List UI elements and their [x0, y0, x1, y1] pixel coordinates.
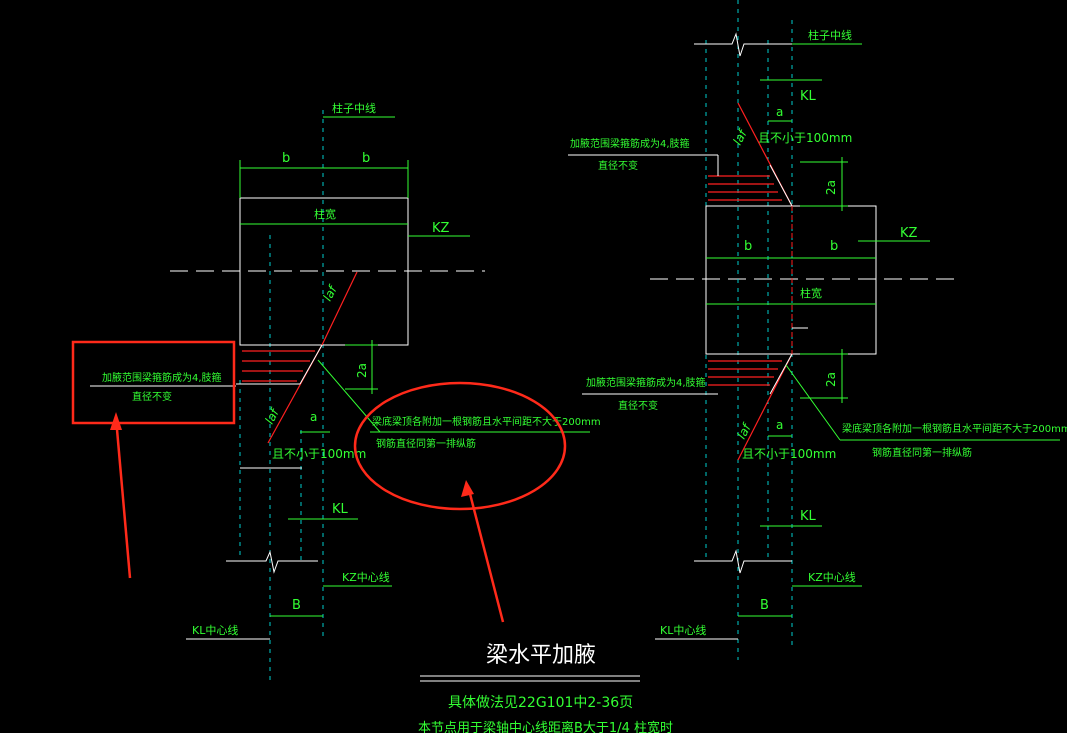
arrow-left-shaft [114, 417, 132, 579]
right-extra-bar-note-1: 梁底梁顶各附加一根钢筋且水平间距不大于200mm [842, 422, 1067, 435]
left-kz-label: KZ [432, 221, 450, 236]
right-kl-center-label: KL中心线 [660, 623, 706, 637]
right-leader [785, 364, 841, 441]
right-haunch-note-top-1: 加腋范围梁箍筋成为4,肢箍 [570, 137, 690, 150]
left-dim-b2: b [362, 151, 370, 166]
left-dim-2a: 2a [355, 363, 369, 378]
left-haunch-bar-top [321, 271, 358, 346]
markup-annotations [71, 340, 567, 623]
left-haunch-note-2: 直径不变 [132, 390, 172, 403]
title-note: 本节点用于梁轴中心线距离B大于1/4 柱宽时 [418, 720, 673, 733]
left-dim-a: a [310, 410, 317, 424]
right-column-centerline-label: 柱子中线 [808, 28, 852, 42]
title-ref: 具体做法见22G101中2-36页 [448, 695, 633, 711]
right-dim-b1: b [744, 239, 752, 254]
highlight-ellipse [353, 381, 567, 511]
left-kl-label: KL [332, 502, 349, 517]
left-column-outline [239, 197, 409, 346]
left-leader [317, 359, 381, 433]
left-extra-bar-note-1: 梁底梁顶各附加一根钢筋且水平间距不大于200mm [372, 415, 601, 428]
arrow-right-shaft [466, 485, 505, 623]
right-column-outline [705, 205, 877, 355]
title-block: 梁水平加腋 具体做法见22G101中2-36页 本节点用于梁轴中心线距离B大于1… [418, 643, 673, 733]
left-haunch-outline [299, 344, 323, 385]
left-dim-b1: b [282, 151, 290, 166]
right-column-width-label: 柱宽 [800, 286, 822, 300]
right-min-100-bot: 且不小于100mm [742, 447, 836, 461]
left-column-width-label: 柱宽 [314, 207, 336, 221]
right-dim-a-top: a [776, 105, 783, 119]
left-detail: b b 柱宽 柱子中线 KZ laf laf 2a a 且不小于100mm [90, 101, 601, 680]
right-kl-top-label: KL [800, 89, 817, 104]
right-min-100-top: 且不小于100mm [758, 131, 852, 145]
right-laf-top-label: laf [730, 126, 750, 147]
right-dim-B: B [760, 598, 769, 613]
right-dim-2a-bot: 2a [824, 372, 838, 387]
title-main: 梁水平加腋 [486, 643, 596, 668]
left-dim-B: B [292, 598, 301, 613]
left-haunch-note-1: 加腋范围梁箍筋成为4,肢箍 [102, 371, 222, 384]
arrow-left-head [110, 412, 122, 430]
left-break-line [226, 550, 318, 574]
left-min-100: 且不小于100mm [272, 447, 366, 461]
left-kz-center-label: KZ中心线 [342, 570, 390, 584]
right-dim-b2: b [830, 239, 838, 254]
right-kz-label: KZ [900, 226, 918, 241]
right-top-break-line [694, 32, 792, 57]
right-haunch-note-top-2: 直径不变 [598, 159, 638, 172]
highlight-box [71, 340, 236, 425]
right-haunch-outline [769, 164, 793, 207]
right-kl-bot-label: KL [800, 509, 817, 524]
right-bottom-break-line [694, 549, 792, 574]
right-haunch-note-bot-1: 加腋范围梁箍筋成为4,肢箍 [586, 376, 706, 389]
right-kz-center-label: KZ中心线 [808, 570, 856, 584]
arrow-right-head [461, 480, 474, 497]
left-kl-center-label: KL中心线 [192, 623, 238, 637]
left-extra-bar-note-2: 钢筋直径同第一排纵筋 [376, 437, 476, 450]
right-haunch-outline [769, 353, 793, 395]
right-laf-bot-label: laf [734, 420, 754, 441]
right-extra-bar-note-2: 钢筋直径同第一排纵筋 [872, 446, 972, 459]
right-haunch-bar-bottom [737, 353, 793, 461]
left-column-centerline-label: 柱子中线 [332, 101, 376, 115]
right-detail: 柱子中线 KL a 且不小于100mm laf 加腋范围梁箍筋成为4,肢箍 直径… [568, 0, 1067, 660]
right-dim-a-bot: a [776, 418, 783, 432]
right-dim-2a-top: 2a [824, 180, 838, 195]
right-haunch-note-bot-2: 直径不变 [618, 399, 658, 412]
